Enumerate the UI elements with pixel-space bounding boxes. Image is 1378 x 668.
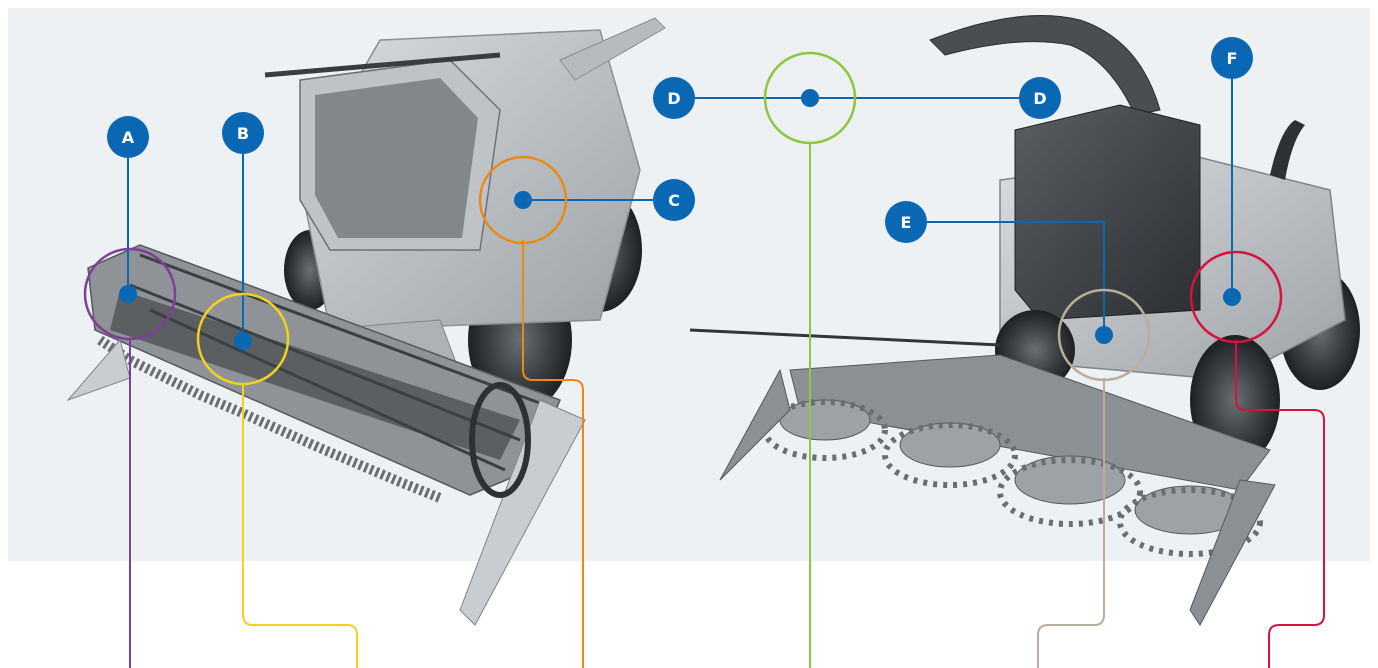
highlight-rings bbox=[83, 51, 1283, 386]
marker-d-right[interactable]: D bbox=[1019, 77, 1061, 119]
dot-d bbox=[801, 89, 819, 107]
ring-f bbox=[1189, 250, 1283, 344]
marker-c[interactable]: C bbox=[653, 179, 695, 221]
marker-e-label: E bbox=[901, 213, 912, 232]
dot-b bbox=[234, 332, 252, 350]
marker-a-label: A bbox=[122, 128, 135, 147]
marker-d-left-label: D bbox=[667, 89, 680, 108]
marker-d-left[interactable]: D bbox=[653, 77, 695, 119]
marker-e[interactable]: E bbox=[885, 201, 927, 243]
callout-lines bbox=[127, 60, 1325, 668]
drop-line-e bbox=[1037, 378, 1105, 668]
drop-line-b bbox=[242, 385, 358, 668]
marker-c-label: C bbox=[668, 191, 680, 210]
ring-e bbox=[1057, 288, 1151, 382]
ring-b bbox=[196, 292, 290, 386]
dot-e bbox=[1095, 326, 1113, 344]
ring-c bbox=[478, 155, 568, 245]
target-dots bbox=[119, 89, 1241, 350]
marker-b-label: B bbox=[237, 124, 249, 143]
dot-f bbox=[1223, 288, 1241, 306]
drop-line-f bbox=[1235, 340, 1325, 668]
combine-harvester-icon bbox=[66, 17, 666, 626]
marker-f[interactable]: F bbox=[1211, 37, 1253, 79]
dot-c bbox=[514, 191, 532, 209]
ring-d bbox=[763, 51, 857, 145]
ring-a bbox=[83, 247, 177, 341]
forage-harvester-icon bbox=[689, 15, 1360, 626]
marker-d-right-label: D bbox=[1033, 89, 1046, 108]
drop-line-c bbox=[522, 240, 584, 668]
marker-b[interactable]: B bbox=[222, 112, 264, 154]
dot-a bbox=[119, 285, 137, 303]
marker-f-label: F bbox=[1227, 49, 1238, 68]
leader-e bbox=[906, 221, 1105, 333]
marker-a[interactable]: A bbox=[107, 116, 149, 158]
